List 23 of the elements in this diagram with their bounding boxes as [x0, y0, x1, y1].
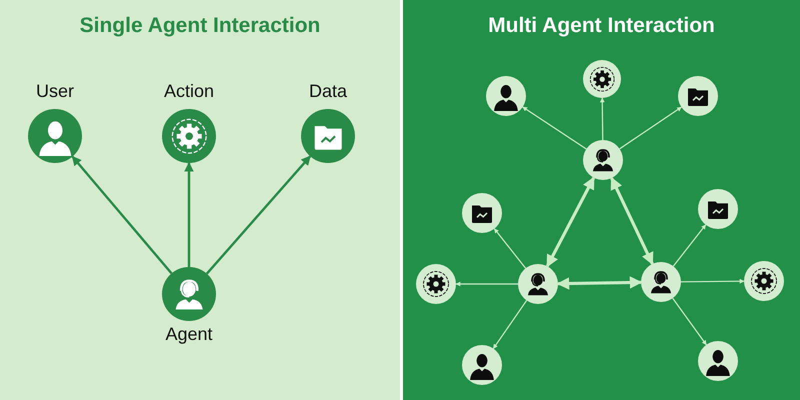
arrow [556, 276, 642, 290]
node-label: Agent [165, 324, 213, 345]
arrow [184, 162, 194, 267]
panel-background [403, 0, 800, 400]
arrow [681, 278, 744, 284]
arrow [206, 155, 312, 275]
node-label: User [36, 81, 74, 102]
arrow [492, 300, 528, 349]
panel-background [0, 0, 400, 400]
arrow [546, 176, 596, 268]
arrow [72, 156, 172, 274]
arrow [610, 176, 654, 266]
panel-title: Single Agent Interaction [78, 14, 322, 38]
node-label: Data [308, 81, 348, 102]
arrow [600, 98, 605, 140]
arrow [672, 224, 706, 267]
panel-title: Multi Agent Interaction [487, 14, 716, 38]
arrow [456, 282, 518, 286]
node-label: Action [164, 81, 214, 102]
arrow [494, 228, 526, 269]
arrow [672, 298, 707, 346]
arrow [522, 106, 587, 150]
arrow [619, 106, 682, 150]
